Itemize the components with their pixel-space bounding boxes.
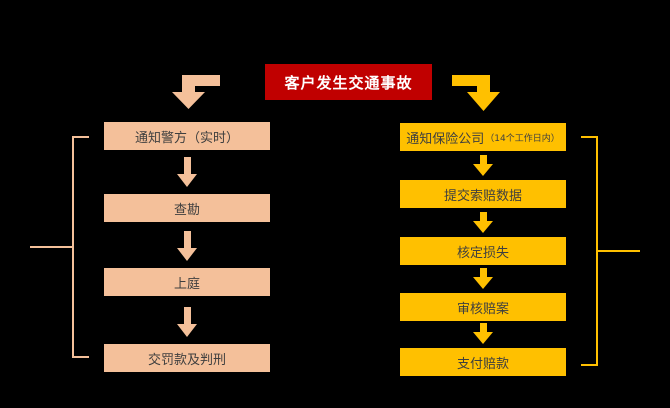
bracket-left [72,136,89,358]
right-step-notify-insurer: 通知保险公司 （14个工作日内） [400,123,566,151]
right-step-note: （14个工作日内） [485,133,560,144]
down-arrow-icon [177,307,197,337]
right-step-label: 审核赔案 [456,301,509,317]
start-node: 客户发生交通事故 [265,64,432,100]
left-step-court: 上庭 [104,268,270,296]
arrow-head [177,174,197,187]
arrow-head [473,164,493,176]
left-step-label: 查勘 [173,202,200,218]
bent-arrow-right-icon [452,72,504,116]
right-step-label: 提交索赔数据 [443,188,522,204]
arrow-shaft [479,323,487,332]
bracket-right [581,136,598,366]
bracket-left-pointer [30,246,72,248]
left-step-label: 交罚款及判刑 [147,352,226,368]
left-step-survey: 查勘 [104,194,270,222]
down-arrow-icon [473,323,493,344]
start-node-label: 客户发生交通事故 [284,73,413,92]
right-step-pay-compensation: 支付赔款 [400,348,566,376]
left-step-label: 上庭 [173,276,200,292]
down-arrow-icon [177,157,197,187]
arrow-shaft [183,231,191,248]
right-step-review-claim: 审核赔案 [400,293,566,321]
arrow-shaft [183,157,191,174]
arrow-head [473,332,493,344]
right-step-label: 通知保险公司 [406,131,485,147]
left-step-fine-sentence: 交罚款及判刑 [104,344,270,372]
down-arrow-icon [473,268,493,289]
arrow-shaft [479,268,487,277]
down-arrow-icon [177,231,197,261]
right-step-submit-claim-data: 提交索赔数据 [400,180,566,208]
bent-arrow-left-icon [168,72,220,114]
right-step-label: 支付赔款 [456,356,509,372]
arrow-shaft [479,155,487,164]
left-step-notify-police: 通知警方（实时） [104,122,270,150]
arrow-head [473,277,493,289]
right-step-assess-loss: 核定损失 [400,237,566,265]
arrow-head [177,248,197,261]
arrow-head [177,324,197,337]
arrow-shaft [479,212,487,221]
left-step-label: 通知警方（实时） [134,130,239,146]
bracket-right-pointer [598,250,640,252]
down-arrow-icon [473,212,493,233]
arrow-head [473,221,493,233]
right-step-label: 核定损失 [456,245,509,261]
down-arrow-icon [473,155,493,176]
arrow-shaft [183,307,191,324]
